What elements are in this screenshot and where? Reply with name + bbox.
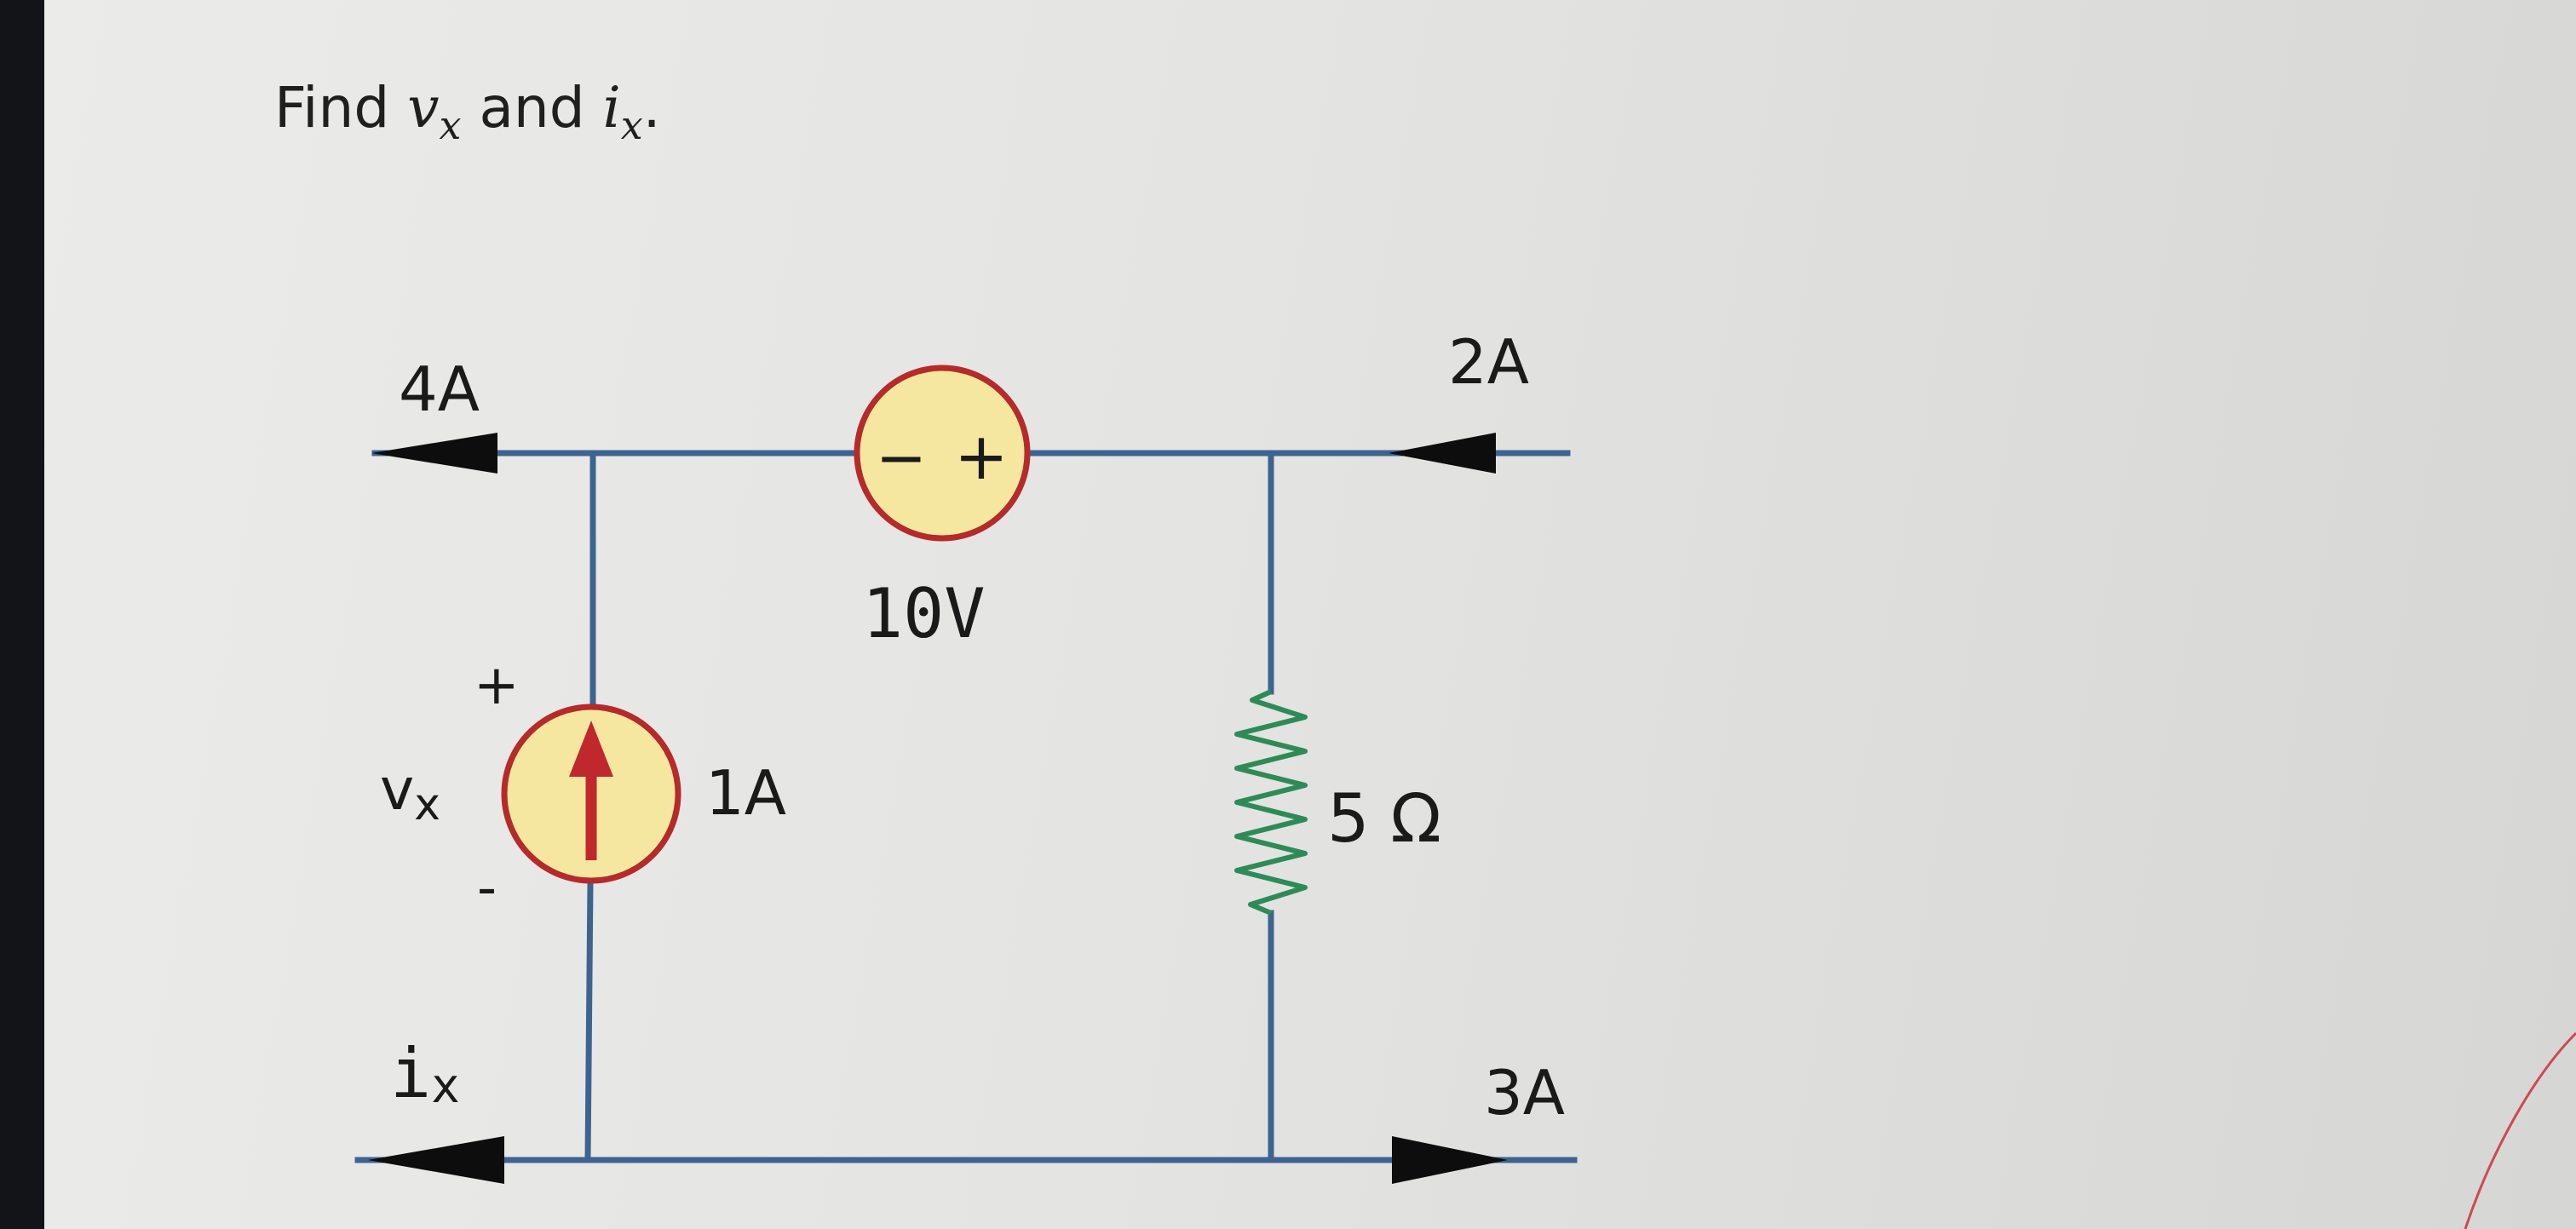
arrow-left-top-icon bbox=[371, 433, 497, 474]
label-4a: 4A bbox=[399, 353, 480, 425]
question-suffix: . bbox=[642, 75, 661, 141]
question-conjunction: and bbox=[479, 75, 585, 141]
left-branch-lower bbox=[584, 879, 594, 1163]
vx-label-main: v bbox=[380, 756, 414, 824]
current-source bbox=[501, 704, 681, 884]
voltage-source-minus: − bbox=[876, 422, 927, 493]
current-source-arrow-up-icon bbox=[569, 721, 613, 777]
vx-plus: + bbox=[474, 654, 520, 717]
label-2a: 2A bbox=[1448, 326, 1529, 398]
resistor-5-ohm bbox=[1234, 689, 1308, 916]
ix-label-main: i bbox=[390, 1034, 431, 1113]
vx-minus: - bbox=[477, 857, 497, 920]
page-background bbox=[44, 0, 2576, 1229]
ix-label-sub: x bbox=[431, 1059, 460, 1114]
corner-curve bbox=[2464, 1031, 2576, 1229]
question-text: Find vx and ix. bbox=[274, 75, 661, 148]
question-prefix: Find bbox=[274, 75, 390, 141]
question-var-i: i bbox=[602, 75, 621, 141]
arrow-right-bottom-icon bbox=[1392, 1136, 1508, 1184]
label-3a: 3A bbox=[1484, 1057, 1565, 1128]
question-var-i-sub: x bbox=[620, 102, 643, 148]
voltage-source: − + bbox=[854, 365, 1031, 542]
ix-label: ix bbox=[390, 1034, 460, 1114]
left-dark-edge bbox=[0, 0, 44, 1229]
label-10v: 10V bbox=[862, 574, 986, 653]
arrow-left-bottom-icon bbox=[368, 1136, 504, 1184]
question-var-v-sub: x bbox=[439, 102, 462, 148]
arrow-left-top-right-icon bbox=[1389, 433, 1496, 474]
label-1a: 1A bbox=[705, 757, 786, 829]
vx-label: vx bbox=[380, 756, 440, 830]
voltage-source-plus: + bbox=[954, 418, 1009, 494]
vx-label-sub: x bbox=[414, 779, 440, 830]
label-5-ohm: 5 Ω bbox=[1327, 781, 1441, 858]
question-var-v: v bbox=[407, 75, 440, 141]
